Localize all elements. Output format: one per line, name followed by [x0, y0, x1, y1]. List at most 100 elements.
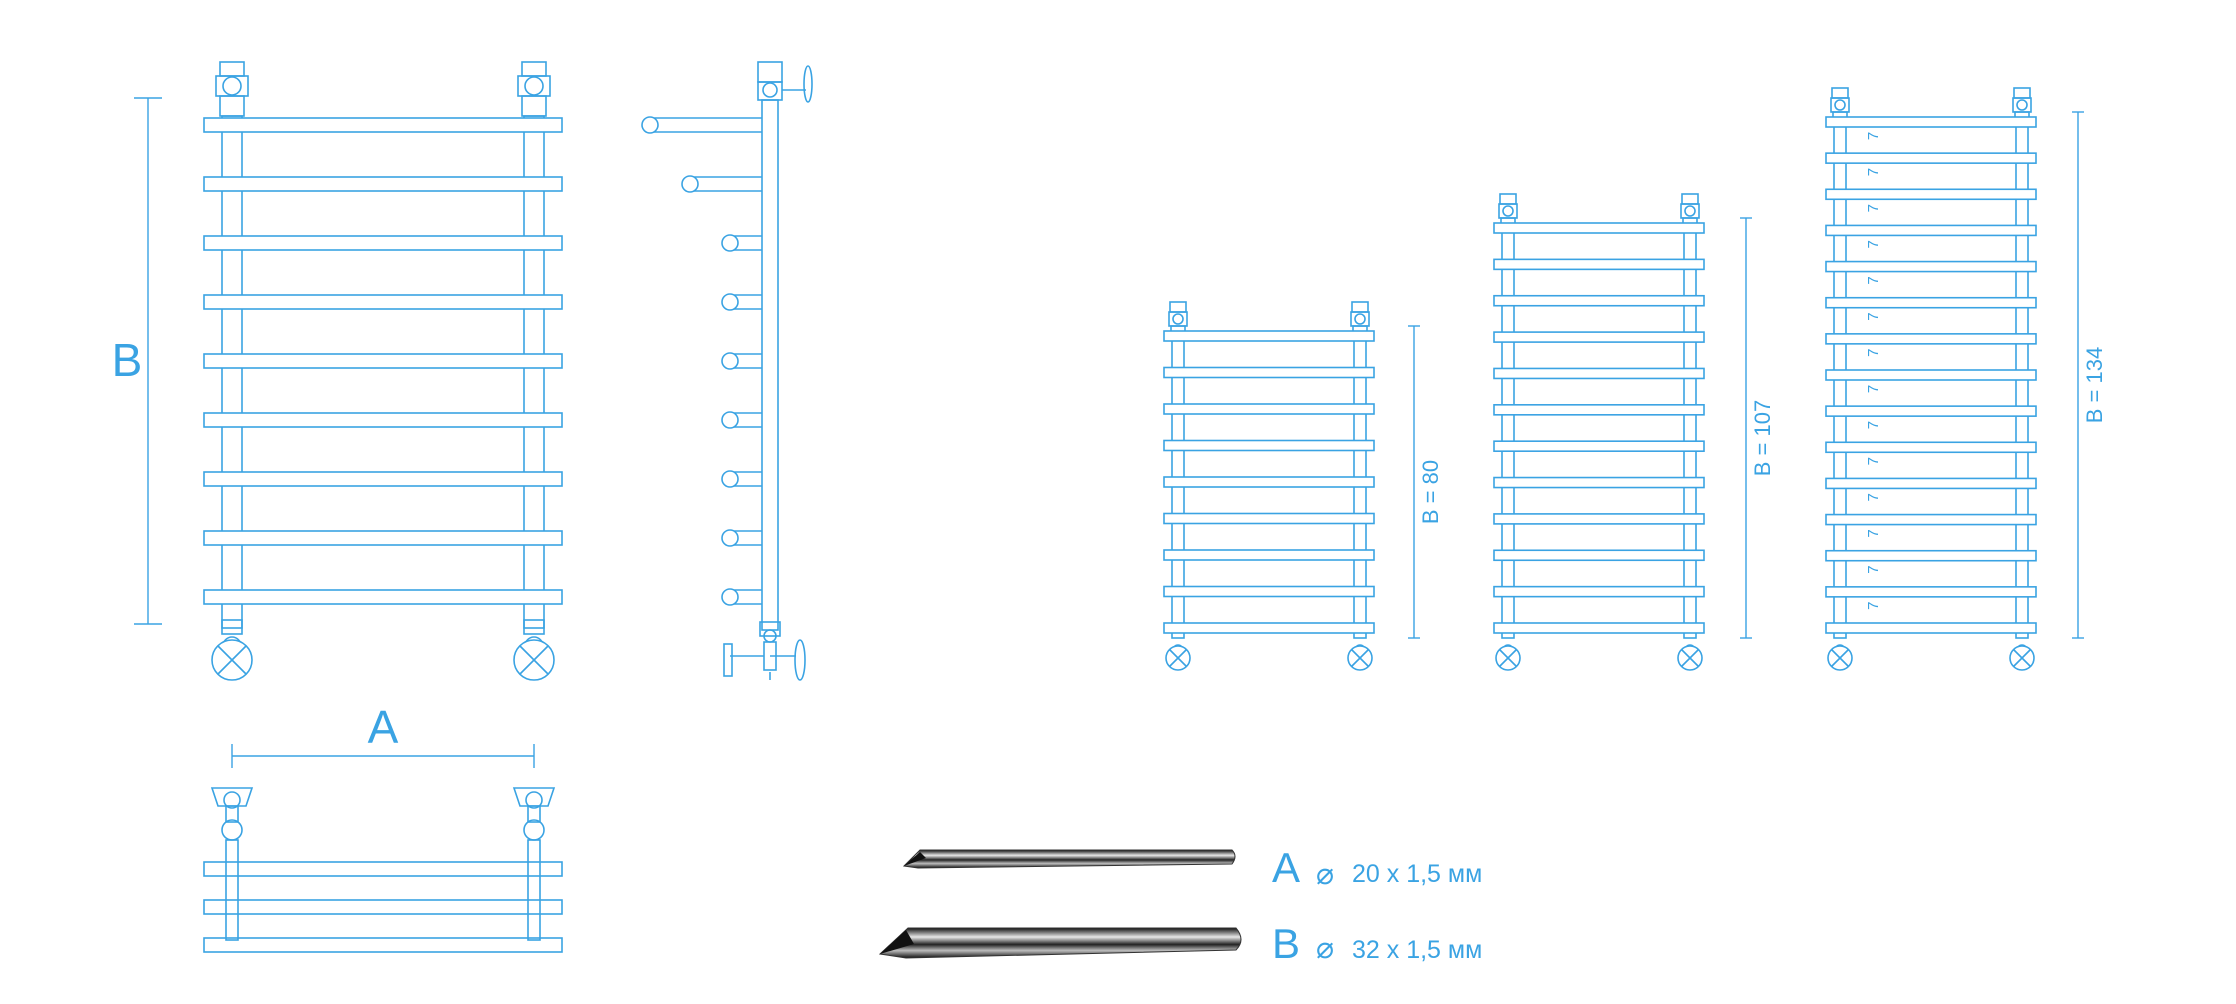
pipe-a-letter: A	[1272, 844, 1300, 891]
variant-rung	[1825, 549, 2037, 562]
front-rung	[203, 294, 563, 310]
rung-marker: 7	[1865, 457, 1882, 465]
side-rung	[721, 352, 762, 370]
variant-1: B = 80	[1163, 301, 1443, 671]
variant-rung	[1493, 404, 1705, 416]
front-rung	[203, 471, 563, 487]
variant-rung	[1493, 476, 1705, 489]
variant-rung	[1825, 152, 2037, 164]
variant-rung	[1493, 585, 1705, 598]
front-rung	[203, 589, 563, 605]
rung-marker: 7	[1865, 602, 1882, 610]
front-rung	[203, 353, 563, 369]
pipe-b-size: 32 x 1,5 мм	[1352, 936, 1482, 964]
variant-rung	[1825, 224, 2037, 237]
variant-rung	[1163, 366, 1375, 379]
variant-rung	[1493, 622, 1705, 634]
rung-marker: 7	[1865, 565, 1882, 573]
side-rung	[721, 529, 762, 547]
rung-marker: 7	[1865, 529, 1882, 537]
variant-rung	[1163, 330, 1375, 342]
rung-marker: 7	[1865, 385, 1882, 393]
rung-marker: 7	[1865, 132, 1882, 140]
variant-height-label: B = 107	[1750, 400, 1775, 476]
variant-rung	[1825, 369, 2037, 381]
variant-rung	[1493, 294, 1705, 307]
side-rung	[721, 588, 762, 606]
variant-rung	[1163, 439, 1375, 452]
side-rung	[721, 293, 762, 311]
side-rung	[641, 116, 762, 134]
front-rungs	[203, 117, 563, 605]
side-rung	[721, 234, 762, 252]
rung-marker: 7	[1865, 168, 1882, 176]
variant-rung	[1493, 440, 1705, 452]
dimension-a-label: A	[368, 701, 399, 753]
rung-marker: 7	[1865, 240, 1882, 248]
rung-marker: 7	[1865, 421, 1882, 429]
variant-rung	[1163, 512, 1375, 525]
dimension-b-label: B	[112, 334, 143, 386]
front-rung	[203, 235, 563, 251]
dimension-a: A	[231, 701, 535, 768]
front-rung	[203, 117, 563, 133]
rung-marker: 7	[1865, 493, 1882, 501]
variant-3: 7 7 7 7 7 7 7 7 7 7 7 7 7 7 B = 134	[1825, 87, 2107, 671]
rung-marker: 7	[1865, 276, 1882, 284]
size-variants: B = 80 B = 107 7 7 7 7 7 7 7 7 7 7 7 7 7 7 B = 134	[1163, 87, 2107, 671]
top-view-left-valve	[210, 787, 254, 941]
front-rung	[203, 176, 563, 192]
pipe-a-profile	[902, 849, 1236, 869]
top-view: A	[203, 701, 563, 953]
variant-rung	[1493, 331, 1705, 343]
pipe-a-spec: A ⌀ 20 x 1,5 мм	[1272, 844, 1482, 891]
variant-rung	[1825, 116, 2037, 128]
top-view-right-valve	[512, 787, 556, 941]
front-view: B	[112, 61, 563, 681]
pipe-a-size: 20 x 1,5 мм	[1352, 860, 1482, 888]
variant-rung	[1825, 477, 2037, 490]
side-view	[641, 61, 813, 681]
bottom-left-valve	[211, 619, 253, 681]
variant-rung	[1163, 585, 1375, 598]
front-rung	[203, 530, 563, 546]
pipe-b-diameter-icon: ⌀	[1316, 932, 1334, 965]
variant-rung	[1493, 367, 1705, 380]
top-right-valve	[517, 61, 551, 117]
variant-rung	[1825, 188, 2037, 201]
variant-rung	[1825, 405, 2037, 417]
variant-rung	[1825, 513, 2037, 526]
variant-rung	[1493, 258, 1705, 271]
pipe-b-spec: B ⌀ 32 x 1,5 мм	[1272, 920, 1482, 967]
variant-rung	[1825, 333, 2037, 345]
variant-rung	[1825, 622, 2037, 634]
variant-2: B = 107	[1493, 193, 1775, 671]
rung-marker: 7	[1865, 349, 1882, 357]
variant-rung	[1825, 260, 2037, 273]
rung-marker: 7	[1865, 204, 1882, 212]
rung-marker: 7	[1865, 312, 1882, 320]
top-left-valve	[215, 61, 249, 117]
variant-rung	[1163, 622, 1375, 634]
bottom-right-valve	[513, 619, 555, 681]
dimension-b: B	[112, 97, 162, 625]
pipe-b-letter: B	[1272, 920, 1300, 967]
variant-height-label: B = 80	[1418, 460, 1443, 524]
variant-rung	[1163, 403, 1375, 415]
right-post	[523, 115, 545, 629]
side-rungs	[641, 116, 762, 606]
side-rung	[681, 175, 762, 193]
pipe-a-diameter-icon: ⌀	[1316, 858, 1334, 891]
pipe-b-profile	[878, 927, 1242, 959]
side-rung	[721, 411, 762, 429]
side-rung	[721, 470, 762, 488]
variant-rung	[1163, 549, 1375, 561]
variant-rung	[1493, 222, 1705, 234]
variant-rung	[1825, 441, 2037, 454]
variant-height-label: B = 134	[2082, 347, 2107, 423]
variant-rung	[1493, 513, 1705, 525]
variant-rung	[1825, 296, 2037, 309]
variant-rung	[1825, 586, 2037, 598]
front-rung	[203, 412, 563, 428]
